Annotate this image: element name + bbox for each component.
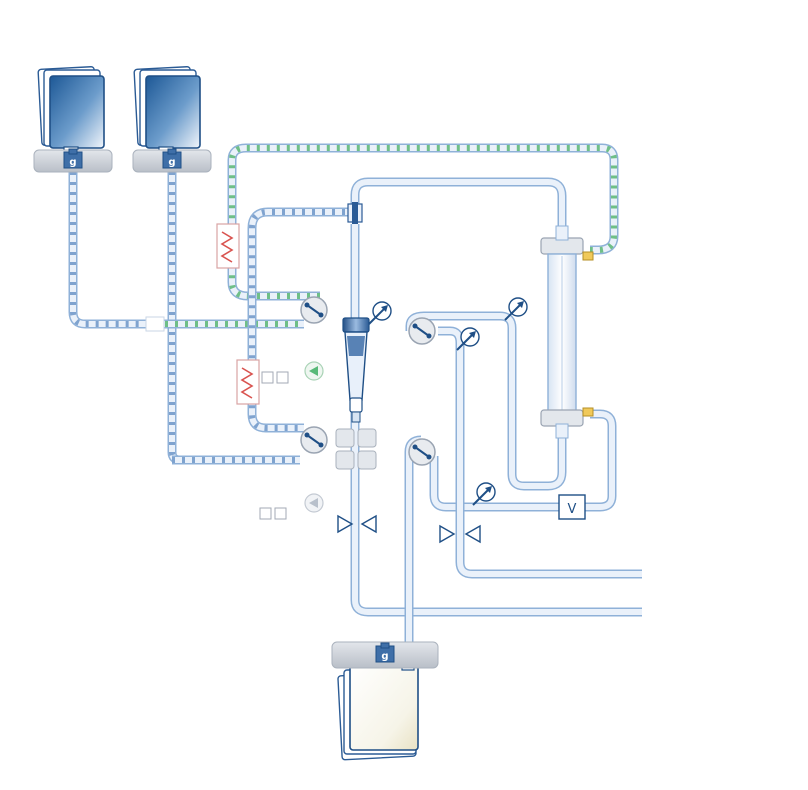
scale-bottom: g	[331, 641, 439, 669]
scale-right: g	[132, 148, 212, 173]
scale-right-unit: g	[168, 157, 175, 168]
tube-effluent	[404, 435, 422, 660]
pump-right-upper	[408, 317, 436, 345]
tube-junction	[145, 316, 165, 332]
effluent-bag	[337, 659, 419, 761]
fluid-bag-right	[133, 66, 201, 156]
tube-return-down	[350, 330, 642, 617]
tube-dialysate-out	[438, 326, 642, 579]
tube-green-loop	[227, 143, 619, 301]
tube-pump-upper-loop	[405, 311, 567, 491]
voltage-sensor: V	[558, 494, 586, 520]
hemofilter	[540, 225, 594, 439]
scale-left-unit: g	[69, 157, 76, 168]
clamp-block	[335, 428, 377, 470]
pressure-gauge-filter-top	[504, 297, 528, 321]
valve-left	[337, 514, 377, 534]
drip-chamber	[342, 317, 370, 423]
air-detector-upper	[261, 361, 324, 384]
pressure-gauge-effluent	[472, 482, 496, 506]
tube-v-to-pump	[429, 456, 559, 512]
pump-blue-line	[300, 426, 328, 454]
tube-bag-right-down	[167, 172, 181, 465]
tube-bag-left-down	[68, 172, 155, 329]
heater-lower	[236, 359, 260, 405]
tube-filter-out-lower	[585, 409, 617, 512]
pressure-gauge-drip	[368, 301, 392, 325]
scale-left: g	[33, 148, 113, 173]
pump-right-lower	[408, 438, 436, 466]
voltage-sensor-label: V	[568, 502, 577, 517]
tubing-layer	[68, 143, 642, 660]
air-detector-lower	[259, 493, 324, 520]
pump-green-line	[300, 296, 328, 324]
heater-upper	[216, 223, 240, 269]
valve-right	[439, 524, 481, 544]
tube-blue-loop-upper	[247, 207, 355, 433]
pressure-gauge-dialysate	[456, 327, 480, 351]
play-arrow-icon	[309, 498, 318, 508]
t-connector	[347, 202, 363, 224]
fluid-bag-left	[37, 66, 105, 156]
scale-bottom-unit: g	[381, 651, 388, 662]
pressure-gauges	[368, 297, 528, 506]
tube-return-top	[350, 177, 567, 232]
play-arrow-icon	[309, 366, 318, 376]
